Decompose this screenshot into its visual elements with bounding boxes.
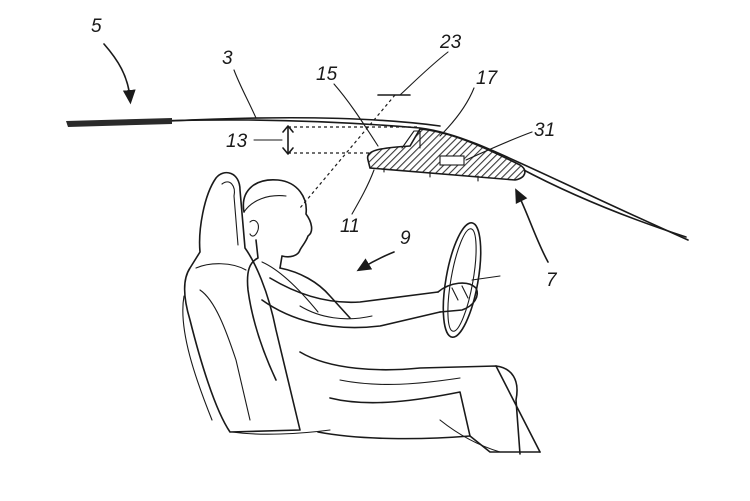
seat <box>182 171 331 435</box>
arrow-7 <box>515 188 549 263</box>
label-9: 9 <box>400 228 411 249</box>
roof-dark-section <box>66 118 172 127</box>
steering-wheel <box>442 222 501 338</box>
sight-line <box>299 94 396 209</box>
label-3: 3 <box>222 48 233 69</box>
label-7: 7 <box>546 270 558 291</box>
roof-line <box>67 117 689 241</box>
label-5: 5 <box>91 16 102 37</box>
label-13: 13 <box>226 131 248 152</box>
label-17: 17 <box>476 68 499 89</box>
label-11: 11 <box>340 216 360 237</box>
label-31: 31 <box>534 120 555 141</box>
display-element-31 <box>439 155 465 166</box>
distance-13-marker <box>282 125 420 155</box>
arrow-5 <box>103 43 136 105</box>
display-unit <box>366 128 526 182</box>
arrow-9 <box>356 251 395 272</box>
leader-lines <box>233 51 533 215</box>
label-15: 15 <box>316 64 338 85</box>
label-23: 23 <box>439 32 462 53</box>
driver <box>242 179 541 455</box>
